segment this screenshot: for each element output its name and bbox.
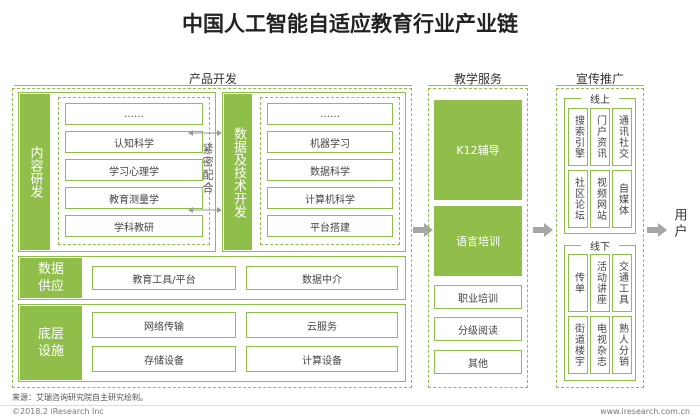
infra-item: 存储设备 — [92, 346, 236, 372]
infra-item: 计算设备 — [246, 346, 398, 372]
teaching-item: 其他 — [434, 350, 522, 374]
tech-dev-label: 数据及技术开发 — [224, 94, 252, 250]
infra-item: 云服务 — [246, 312, 398, 338]
product-dev-header: 产品开发 — [188, 72, 237, 86]
tech-dev-panel — [222, 92, 406, 252]
coop-label: 紧密配合 — [199, 143, 214, 197]
offline-item: 传单 — [568, 254, 588, 312]
data-supply-panel — [18, 256, 406, 300]
infra-label-text: 底层设施 — [37, 327, 64, 359]
teaching-header: 教学服务 — [453, 72, 502, 86]
teaching-item: 职业培训 — [434, 285, 522, 309]
copyright: ©2018.2 iResearch Inc — [12, 407, 104, 416]
teaching-header-line — [428, 85, 528, 86]
infra-panel — [18, 304, 406, 382]
coop-label-text: 紧密配合 — [201, 143, 214, 195]
content-rd-item: 学习心理学 — [65, 159, 203, 181]
content-rd-item: 教育测量学 — [65, 187, 203, 209]
content-rd-item: 学科教研 — [65, 215, 203, 237]
online-label: 线上 — [581, 91, 619, 106]
online-item: 自媒体 — [612, 170, 632, 228]
user-label-text: 用户 — [671, 208, 687, 240]
online-panel — [564, 98, 636, 234]
coop-arrow-bottom-icon — [188, 207, 222, 213]
teaching-region — [428, 88, 528, 388]
user-label: 用户 — [668, 208, 690, 256]
content-rd-item: 认知科学 — [65, 131, 203, 153]
coop-arrow-top-icon — [188, 130, 222, 136]
tech-dev-item: 平台搭建 — [267, 215, 393, 237]
tech-dev-item: 数据科学 — [267, 159, 393, 181]
product-dev-header-line — [14, 85, 412, 86]
tech-dev-item: 计算机科学 — [267, 187, 393, 209]
online-item: 门户资讯 — [590, 108, 610, 166]
infra-item: 网络传输 — [92, 312, 236, 338]
content-rd-label: 内容研发 — [20, 94, 50, 250]
offline-item: 街道楼宇 — [568, 316, 588, 374]
arrow-right-icon — [533, 223, 553, 237]
infra-label: 底层设施 — [20, 306, 82, 380]
data-supply-item: 教育工具/平台 — [92, 266, 236, 290]
offline-item: 活动讲座 — [590, 254, 610, 312]
online-item: 搜索引擎 — [568, 108, 588, 166]
tech-dev-items-region — [260, 97, 400, 245]
offline-item: 熟人分销 — [612, 316, 632, 374]
tech-dev-label-text: 数据及技术开发 — [231, 126, 246, 218]
data-supply-label: 数据供应 — [20, 258, 82, 298]
content-rd-item: …… — [65, 103, 203, 125]
data-supply-label-text: 数据供应 — [37, 262, 64, 294]
arrow-right-icon — [647, 223, 667, 237]
offline-item: 电视杂志 — [590, 316, 610, 374]
online-item: 视频网站 — [590, 170, 610, 228]
data-supply-item: 数据中介 — [246, 266, 398, 290]
teaching-item: 分级阅读 — [434, 317, 522, 341]
promotion-header: 宣传推广 — [575, 72, 624, 86]
page-title: 中国人工智能自适应教育行业产业链 — [182, 12, 518, 36]
teaching-item-language: 语言培训 — [434, 206, 522, 276]
content-rd-items-region — [58, 97, 210, 245]
online-item: 社区论坛 — [568, 170, 588, 228]
offline-label: 线下 — [581, 238, 619, 253]
source-note: 来源：艾瑞咨询研究院自主研究绘制。 — [12, 393, 148, 402]
content-rd-panel — [18, 92, 216, 252]
footer-divider — [0, 405, 700, 406]
offline-item: 交通工具 — [612, 254, 632, 312]
promotion-region — [556, 88, 644, 388]
content-rd-label-text: 内容研发 — [27, 146, 43, 198]
product-dev-region — [12, 88, 412, 388]
offline-panel — [564, 245, 636, 381]
teaching-item-k12: K12辅导 — [434, 100, 522, 200]
tech-dev-item: …… — [267, 103, 393, 125]
online-item: 通讯社交 — [612, 108, 632, 166]
promotion-header-line — [556, 85, 644, 86]
site-url: www.iresearch.com.cn — [600, 407, 690, 416]
tech-dev-item: 机器学习 — [267, 131, 393, 153]
